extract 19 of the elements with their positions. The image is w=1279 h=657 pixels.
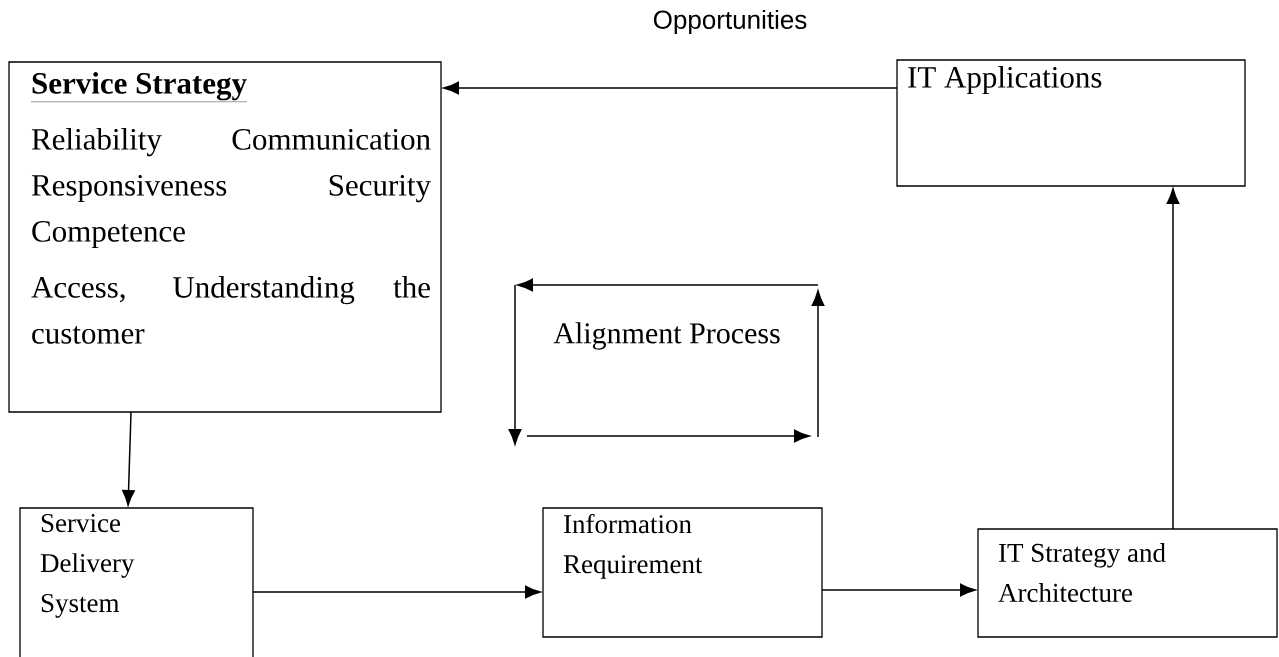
body-text: Access, Understanding the customer	[31, 276, 430, 344]
heading: Service Strategy	[30, 72, 248, 102]
arrow	[252, 585, 541, 599]
process-box	[977, 528, 1278, 638]
process-box	[542, 507, 823, 638]
body-text: Reliability Communication Responsiveness Security Competence	[31, 128, 431, 249]
arrow	[443, 81, 898, 95]
process-box	[19, 507, 254, 657]
box-text: IT Applications	[908, 66, 1102, 95]
arrow	[122, 411, 135, 506]
arrow	[821, 583, 976, 597]
box-text: IT Strategy and Architecture	[998, 543, 1166, 602]
process-box	[896, 59, 1246, 187]
box-text: Service Delivery System	[40, 514, 135, 618]
process-label: Alignment Process	[553, 322, 780, 350]
top-label: Opportunities	[653, 9, 807, 35]
process-box	[8, 61, 442, 413]
box-text: Information Requirement	[563, 514, 703, 579]
arrow	[1166, 188, 1180, 530]
